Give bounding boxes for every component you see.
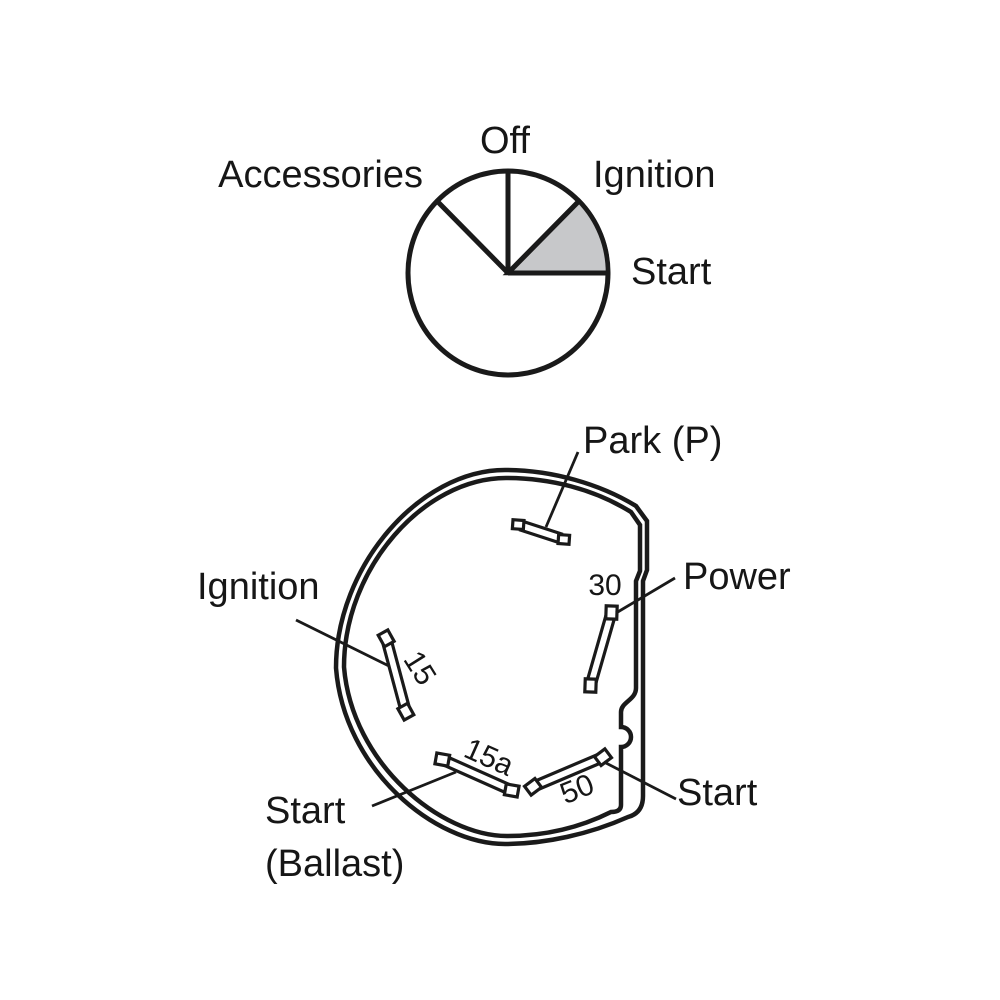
connector-outline-inner bbox=[341, 475, 643, 839]
leader-start-ballast bbox=[371, 770, 457, 808]
terminal-park-tab-right bbox=[556, 532, 572, 546]
dial-label-off: Off bbox=[480, 120, 530, 162]
terminal-park bbox=[510, 518, 572, 546]
label-power: Power bbox=[683, 556, 791, 598]
connector-rear-view: Park (P) Power Ignition Start (Ballast) … bbox=[197, 420, 791, 885]
dial-shaded-sector-start-ignition bbox=[502, 197, 611, 276]
terminal-15a bbox=[433, 751, 521, 799]
terminal-15a-tab-left bbox=[433, 751, 452, 768]
label-park: Park (P) bbox=[583, 420, 722, 462]
terminal-30-tab-top bbox=[604, 604, 619, 621]
switch-position-dial: Off Accessories Ignition Start bbox=[218, 120, 716, 378]
terminal-15a-tab-right bbox=[502, 782, 521, 799]
leader-start bbox=[603, 760, 677, 801]
terminal-30-tab-bottom bbox=[583, 677, 598, 694]
terminal-number-30: 30 bbox=[588, 569, 621, 602]
dial-label-accessories: Accessories bbox=[218, 154, 423, 196]
terminal-50 bbox=[522, 746, 614, 798]
label-start-ballast-line2: (Ballast) bbox=[265, 843, 404, 885]
leader-ignition bbox=[295, 618, 390, 668]
terminal-50-tab-left bbox=[522, 776, 544, 798]
terminal-15-tab-top bbox=[376, 627, 397, 649]
leader-power bbox=[615, 576, 676, 615]
terminal-15 bbox=[376, 627, 416, 723]
dial-label-ignition: Ignition bbox=[593, 154, 716, 196]
leader-park bbox=[544, 451, 580, 528]
label-start-terminal: Start bbox=[677, 772, 758, 814]
terminal-15-tab-bottom bbox=[395, 701, 416, 723]
dial-line-accessories bbox=[435, 199, 510, 275]
terminal-50-tab-right bbox=[592, 746, 614, 768]
label-ignition-terminal: Ignition bbox=[197, 566, 320, 608]
terminal-park-tab-left bbox=[510, 518, 526, 532]
label-start-ballast-line1: Start bbox=[265, 790, 346, 832]
connector-outline-outer bbox=[333, 467, 650, 847]
dial-line-ignition bbox=[506, 199, 581, 275]
dial-label-start: Start bbox=[631, 251, 712, 293]
